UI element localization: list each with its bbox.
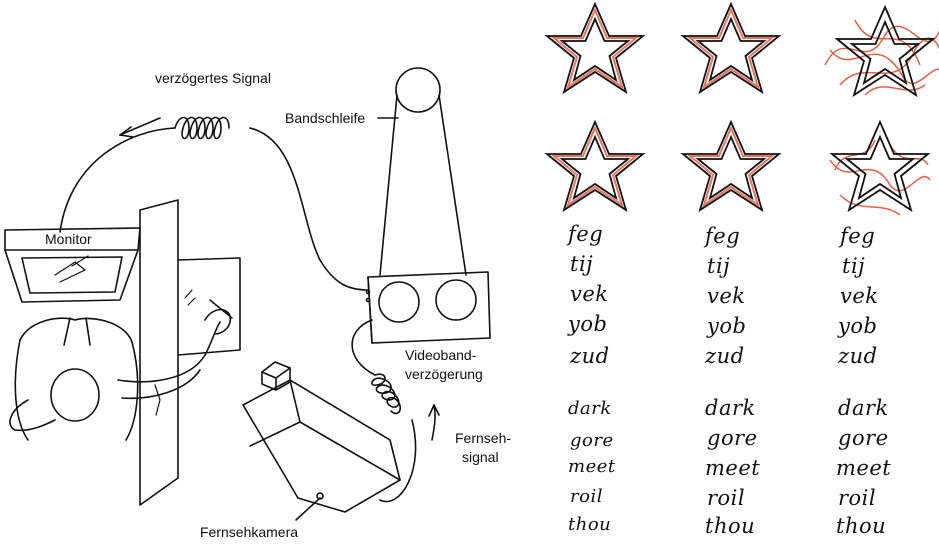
pen	[209, 299, 233, 319]
hw-col2-word-8: meet	[705, 456, 761, 480]
hw-col2-word-10: thou	[705, 514, 756, 538]
hw-col1-word-10: thou	[568, 514, 612, 535]
tape-reel	[395, 67, 441, 113]
delayed-signal-cable	[59, 127, 176, 233]
shield-screen	[139, 199, 179, 506]
star-tracing-4	[546, 121, 644, 211]
tv-signal-cable-2	[379, 419, 417, 503]
hw-col3-word-2: tij	[842, 254, 866, 278]
tv-camera-lens	[261, 361, 291, 391]
hw-col3-word-4: yob	[838, 314, 878, 338]
monitor-screen	[21, 256, 123, 294]
tv-camera-body	[242, 379, 401, 513]
hw-col3-word-8: meet	[836, 456, 892, 480]
tape-loop	[379, 94, 467, 276]
star-tracing-3	[824, 6, 939, 96]
delay-reel-left	[378, 281, 420, 323]
tv-signal-cable	[351, 319, 376, 376]
hw-col3-word-1: feg	[840, 224, 876, 248]
hw-col1-word-9: roil	[570, 486, 603, 507]
label-tv-camera: Fernsehkamera	[200, 524, 299, 540]
tv-signal-coil	[371, 373, 402, 415]
star-tracing-2	[682, 3, 780, 93]
hw-col1-word-2: tij	[570, 252, 594, 276]
hw-col2-word-7: gore	[707, 426, 758, 450]
label-video-delay-1: Videoband-	[405, 347, 477, 363]
hw-col3-word-9: roil	[838, 486, 877, 510]
label-monitor: Monitor	[45, 231, 92, 247]
hw-col1-word-1: feg	[568, 222, 604, 246]
tv-camera-label-leader	[295, 497, 321, 521]
hw-col3-word-3: vek	[840, 284, 879, 308]
person-shoulders	[19, 317, 133, 343]
hw-col2-word-6: dark	[705, 396, 756, 420]
label-delayed-signal: verzögertes Signal	[155, 70, 271, 86]
hw-col1-word-8: meet	[568, 456, 616, 477]
delayed-signal-coil	[174, 116, 230, 140]
hw-col1-word-6: dark	[568, 398, 612, 419]
delayed-signal-cable-2	[249, 127, 369, 291]
star-row-1	[546, 3, 939, 96]
writing-paper	[177, 257, 241, 356]
hw-col1-word-3: vek	[570, 282, 609, 306]
person-left-arm	[9, 399, 56, 432]
label-video-delay-2: verzögerung	[405, 366, 483, 382]
label-tape-loop: Bandschleife	[285, 110, 366, 126]
hw-col1-word-4: yob	[568, 312, 608, 336]
video-delay-unit	[367, 271, 491, 344]
delay-reel-right	[435, 279, 477, 321]
hw-col1-word-7: gore	[570, 430, 614, 451]
label-tv-signal-2: signal	[462, 449, 499, 465]
hw-col3-word-7: gore	[838, 426, 889, 450]
hw-col2-word-3: vek	[707, 284, 746, 308]
hw-col2-word-9: roil	[707, 486, 746, 510]
person-head	[50, 368, 100, 422]
star-tracing-5	[682, 121, 780, 211]
star-tracing-1	[546, 3, 644, 93]
hw-col3-word-10: thou	[836, 514, 887, 538]
hw-col2-word-5: zud	[705, 344, 745, 368]
hw-col3-word-6: dark	[838, 396, 889, 420]
hw-col3-word-5: zud	[838, 344, 878, 368]
star-row-2	[546, 121, 931, 216]
delayed-signal-arrow	[119, 117, 161, 136]
hw-col2-word-2: tij	[707, 254, 731, 278]
label-tv-signal-1: Fernseh-	[455, 430, 512, 446]
hw-col2-word-4: yob	[707, 314, 747, 338]
person-right-arm	[117, 321, 221, 383]
star-tracing-6	[829, 121, 931, 216]
hw-col1-word-5: zud	[570, 344, 610, 368]
hw-col2-word-1: feg	[705, 224, 741, 248]
